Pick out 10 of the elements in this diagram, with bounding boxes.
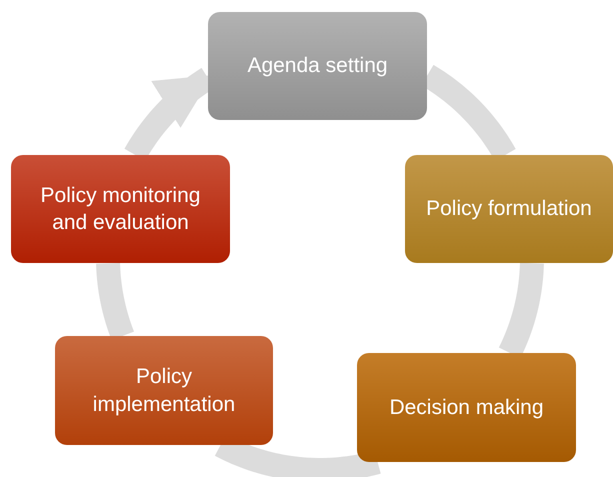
stage-label: Policy formulation <box>426 196 592 222</box>
stage-box <box>357 353 576 462</box>
stage-label: Policy implementation <box>92 364 236 418</box>
stage-label: Decision making <box>389 394 544 421</box>
stage-label: Agenda setting <box>247 53 388 80</box>
stage-box <box>405 155 613 263</box>
stage-label: Policy monitoring and evaluation <box>40 182 202 236</box>
stage-box <box>208 12 427 120</box>
stage-box <box>11 155 230 263</box>
stage-box <box>55 336 273 445</box>
